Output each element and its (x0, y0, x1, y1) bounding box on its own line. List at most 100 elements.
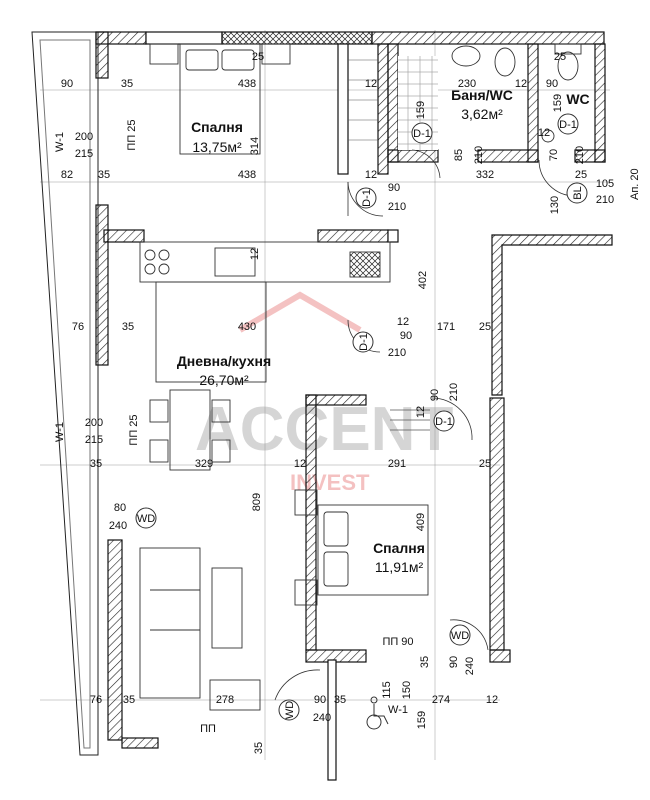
dim-label: 12 (294, 458, 306, 470)
opening-tag: ПП 90 (382, 636, 413, 648)
dim-label: 240 (464, 657, 476, 675)
dim-label: 25 (575, 169, 587, 181)
dim-label: 35 (121, 78, 133, 90)
dim-label: 25 (479, 321, 491, 333)
dim-label: 210 (473, 146, 485, 164)
dim-label: 240 (109, 520, 127, 532)
dim-label: 809 (251, 493, 263, 511)
dim-label: 150 (401, 681, 413, 699)
dim-label: 278 (216, 694, 234, 706)
dim-label: 430 (238, 321, 256, 333)
dim-label: 90 (314, 694, 326, 706)
opening-tag: ПП 25 (128, 414, 140, 445)
dim-label: 210 (574, 146, 586, 164)
dim-label: 12 (415, 406, 427, 418)
dim-label: 291 (388, 458, 406, 470)
window-tag: W-1 (54, 422, 66, 442)
door-tag: D-1 (435, 416, 453, 428)
window-tag: WD (137, 513, 155, 525)
dim-label: 12 (249, 248, 261, 260)
dimension-labels: 90 35 438 25 12 230 12 90 25 200 215 314… (61, 51, 614, 754)
dim-label: 35 (123, 694, 135, 706)
dim-label: 210 (448, 383, 460, 401)
door-tag: D-1 (358, 333, 370, 351)
dim-label: 314 (249, 137, 261, 155)
dim-label: 200 (75, 131, 93, 143)
dim-label: 90 (429, 389, 441, 401)
room-name-living-kitchen: Дневна/кухня (177, 353, 271, 369)
dim-label: 12 (486, 694, 498, 706)
dim-label: 82 (61, 169, 73, 181)
room-area-bedroom-1: 13,75м² (192, 139, 242, 155)
dim-label: 12 (365, 78, 377, 90)
dim-label: 210 (388, 347, 406, 359)
watermark-brand: ACCENT (195, 395, 453, 464)
room-name-bathroom: Баня/WC (451, 87, 513, 103)
stairs (390, 409, 430, 431)
dim-label: 438 (238, 78, 256, 90)
dining-table (149, 389, 231, 471)
door-tag: D-1 (559, 119, 577, 131)
dim-label: 90 (448, 656, 460, 668)
opening-tags: ПП 25 ПП 25 ПП 90 ПП (126, 119, 414, 735)
dim-label: 230 (458, 78, 476, 90)
dim-label: 105 (596, 178, 614, 190)
dim-label: 25 (252, 51, 264, 63)
dim-label: 171 (437, 321, 455, 333)
construction-lines (40, 30, 610, 760)
dim-label: 35 (90, 458, 102, 470)
dim-label: 90 (400, 330, 412, 342)
room-area-living-kitchen: 26,70м² (199, 372, 249, 388)
dim-label: 35 (253, 742, 265, 754)
dim-label: 210 (388, 201, 406, 213)
dim-label: 332 (476, 169, 494, 181)
bed-bedroom-2 (294, 489, 429, 606)
dim-label: 76 (90, 694, 102, 706)
kitchen-counter (139, 241, 391, 383)
dim-label: 35 (122, 321, 134, 333)
dim-label: 85 (453, 149, 465, 161)
room-area-bathroom: 3,62м² (461, 106, 503, 122)
sofa (139, 547, 261, 711)
dim-label: 35 (419, 656, 431, 668)
dim-label: 200 (85, 417, 103, 429)
dim-label: 240 (313, 712, 331, 724)
dim-label: 159 (415, 101, 427, 119)
dim-label: 12 (538, 127, 550, 139)
unit-label: Ап. 20 (629, 168, 641, 200)
dim-label: 115 (381, 681, 393, 699)
dim-label: 35 (334, 694, 346, 706)
dim-label: 76 (72, 321, 84, 333)
door-tag: D-1 (413, 128, 431, 140)
terrace (31, 31, 99, 756)
window-tag: W-1 (54, 132, 66, 152)
dim-label: 215 (75, 148, 93, 160)
dim-label: 12 (515, 78, 527, 90)
watermark-sub: INVEST (290, 470, 370, 495)
watermark: ACCENT INVEST (195, 291, 453, 495)
dim-label: 402 (417, 271, 429, 289)
window-tag: WD (451, 630, 469, 642)
bed-bedroom-1 (149, 43, 291, 155)
dim-label: 215 (85, 434, 103, 446)
dim-label: 329 (195, 458, 213, 470)
room-area-bedroom-2: 11,91м² (375, 559, 424, 575)
dim-label: 35 (98, 169, 110, 181)
wheelchair-icon (366, 696, 389, 730)
dim-label: 12 (397, 316, 409, 328)
door-tag: D-1 (361, 189, 373, 207)
dim-label: 159 (416, 711, 428, 729)
dim-label: 274 (432, 694, 450, 706)
dim-label: 90 (546, 78, 558, 90)
window-tag: W-1 (388, 704, 408, 716)
opening-tag: ПП 25 (126, 119, 138, 150)
room-name-bedroom-1: Спалня (191, 119, 243, 135)
dim-label: 12 (365, 169, 377, 181)
room-name-wc: WC (566, 91, 589, 107)
door-tags: D-1 D-1 D-1 D-1 D-1 BL WD WD WD W-1 W-1 … (54, 113, 588, 721)
dim-label: 90 (61, 78, 73, 90)
dim-label: 80 (114, 502, 126, 514)
door-tag: BL (572, 186, 584, 199)
dim-label: 130 (549, 196, 561, 214)
